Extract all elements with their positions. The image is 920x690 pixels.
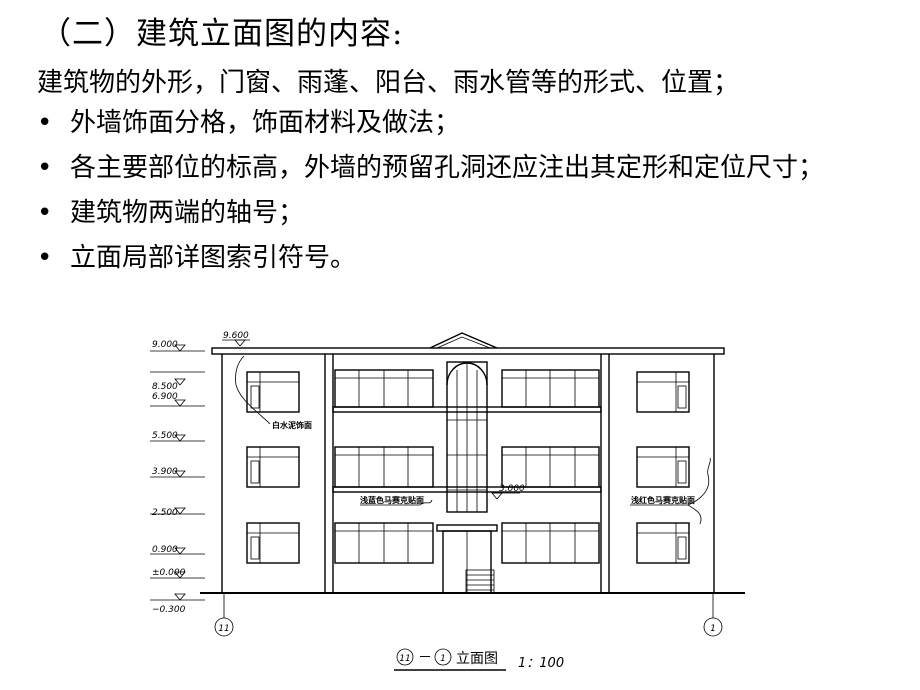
- level-label: 5.500: [152, 431, 178, 441]
- level-label: 2.500: [152, 508, 178, 518]
- slide-title: （二）建筑立面图的内容:: [40, 16, 404, 52]
- level-label: 9.000: [152, 340, 178, 350]
- bullet-dot: •: [37, 198, 53, 228]
- level-label: 6.900: [152, 392, 178, 402]
- bullet-list: • 外墙饰面分格，饰面材料及做法； • 各主要部位的标高，外墙的预留孔洞还应注出其定…: [37, 105, 867, 285]
- bullet-dot: •: [37, 108, 53, 138]
- caption-axis-to: 1: [440, 654, 446, 664]
- caption-name: 立面图: [456, 651, 498, 667]
- note-white-cement: 白水泥饰面: [272, 420, 312, 430]
- level-label: ±0.000: [152, 568, 186, 578]
- axis-left-label: 11: [218, 624, 229, 634]
- bullet-item: • 建筑物两端的轴号；: [37, 195, 867, 231]
- axis-markers: 11 1: [214, 593, 723, 637]
- bullet-text: 立面局部详图索引符号。: [70, 243, 357, 273]
- caption-dash: －: [418, 650, 432, 666]
- level-markers: 9.000 8.500 6.900 5.500 3.900 2.500 0.90…: [150, 331, 250, 615]
- level-label: 8.500: [152, 382, 178, 392]
- bullet-text: 各主要部位的标高，外墙的预留孔洞还应注出其定形和定位尺寸；: [70, 153, 825, 183]
- drawing-caption: 11 － 1 立面图 1：100: [394, 648, 564, 671]
- material-notes: 白水泥饰面 浅蓝色马赛克贴面 浅红色马赛克贴面: [235, 355, 711, 525]
- bullet-text: 外墙饰面分格，饰面材料及做法；: [70, 108, 461, 138]
- bullet-item: • 外墙饰面分格，饰面材料及做法；: [37, 105, 867, 141]
- note-red-mosaic: 浅红色马赛克贴面: [631, 495, 695, 505]
- building-elevation: 3.000: [200, 332, 745, 594]
- bullet-dot: •: [37, 243, 53, 273]
- caption-scale: 1：100: [518, 656, 564, 671]
- bullet-item: • 各主要部位的标高，外墙的预留孔洞还应注出其定形和定位尺寸；: [37, 150, 867, 186]
- intro-line: 建筑物的外形，门窗、雨蓬、阳台、雨水管等的形式、位置；: [37, 68, 740, 98]
- axis-right-label: 1: [710, 624, 716, 634]
- roof-level-label: 9.600: [223, 331, 249, 341]
- level-label: 0.900: [152, 545, 178, 555]
- level-label: 3.900: [152, 467, 178, 477]
- bullet-text: 建筑物两端的轴号；: [70, 198, 305, 228]
- windows: [246, 369, 690, 564]
- canopy-level-label: 3.000: [499, 484, 525, 494]
- bullet-item: • 立面局部详图索引符号。: [37, 240, 867, 276]
- bullet-dot: •: [37, 153, 53, 183]
- caption-axis-from: 11: [399, 654, 410, 664]
- note-blue-mosaic: 浅蓝色马赛克贴面: [360, 495, 424, 505]
- level-label: −0.300: [152, 605, 186, 615]
